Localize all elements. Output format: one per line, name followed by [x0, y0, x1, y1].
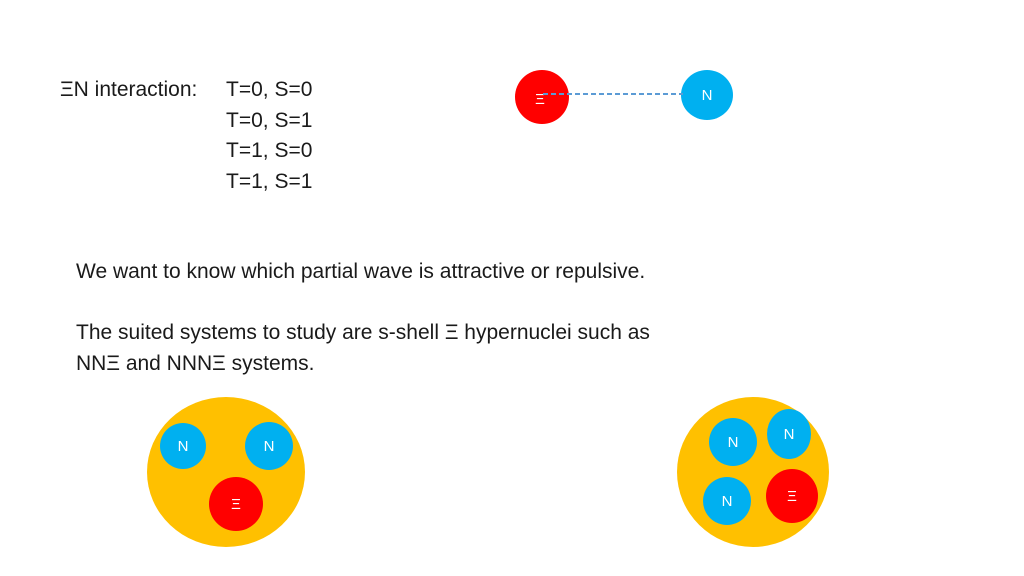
nnnxi-nucleon-2: N	[767, 409, 811, 459]
nnnxi-xi: Ξ	[766, 469, 818, 523]
channel-t1-s1: T=1, S=1	[226, 170, 313, 193]
nucleon-label: N	[701, 86, 713, 104]
nnnxi-nucleon-3: N	[703, 477, 751, 525]
nnxi-nucleon-1-label: N	[177, 437, 189, 455]
paragraph-systems-line1: The suited systems to study are s-shell …	[76, 321, 650, 344]
nnxi-xi: Ξ	[209, 477, 263, 531]
nnnxi-nucleon-1-label: N	[727, 433, 739, 451]
xi-particle: Ξ	[515, 70, 569, 124]
nnnxi-nucleon-3-label: N	[721, 492, 733, 510]
nnxi-xi-label: Ξ	[231, 495, 241, 513]
channel-t1-s0: T=1, S=0	[226, 139, 313, 162]
nnxi-nucleon-2-label: N	[263, 437, 275, 455]
paragraph-systems-line2: NNΞ and NNNΞ systems.	[76, 352, 315, 375]
nucleon-particle: N	[681, 70, 733, 120]
interaction-label: ΞN interaction:	[60, 78, 198, 101]
channel-t0-s0: T=0, S=0	[226, 78, 313, 101]
nnnxi-xi-label: Ξ	[787, 487, 797, 505]
nnxi-nucleon-2: N	[245, 422, 293, 470]
nnxi-nucleon-1: N	[160, 423, 206, 469]
nnnxi-nucleon-1: N	[709, 418, 757, 466]
xi-label: Ξ	[535, 90, 545, 108]
paragraph-partial-wave: We want to know which partial wave is at…	[76, 260, 646, 283]
nnnxi-nucleon-2-label: N	[783, 425, 795, 443]
channel-t0-s1: T=0, S=1	[226, 109, 313, 132]
